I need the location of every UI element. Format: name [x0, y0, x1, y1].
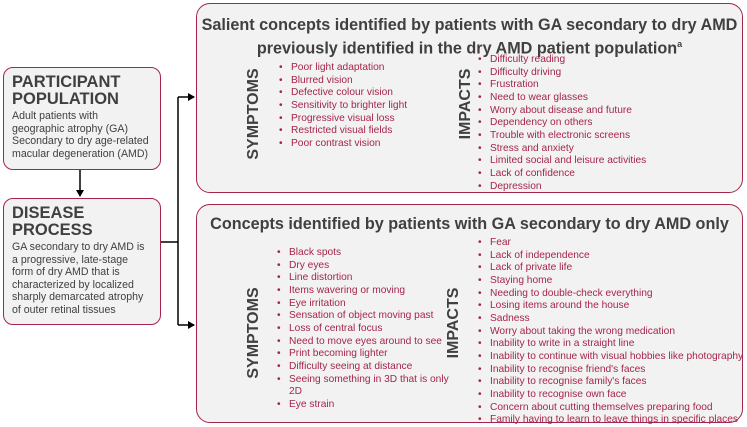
top-symptoms-list: Poor light adaptationBlurred visionDefec…	[279, 62, 407, 151]
list-item: Sensitivity to brighter light	[279, 100, 407, 113]
list-item: Limited social and leisure activities	[478, 155, 646, 168]
list-item: Black spots	[277, 247, 449, 260]
top-impacts-list: Difficulty readingDifficulty drivingFrus…	[478, 54, 646, 193]
list-item: Lack of confidence	[478, 168, 646, 181]
list-item: Depression	[478, 181, 646, 194]
list-item: Sadness	[478, 313, 743, 326]
list-item: Inability to recognise family's faces	[478, 376, 743, 389]
list-item: Worry about taking the wrong medication	[478, 326, 743, 339]
list-item: Lack of private life	[478, 262, 743, 275]
list-item: Concern about cutting themselves prepari…	[478, 402, 743, 415]
list-item: Blurred vision	[279, 75, 407, 88]
list-item: Difficulty reading	[478, 54, 646, 67]
title-line-1: Salient concepts identified by patients …	[201, 16, 738, 34]
list-item: Restricted visual fields	[279, 125, 407, 138]
list-item: Dry eyes	[277, 260, 449, 273]
list-item: Family having to learn to leave things i…	[478, 414, 743, 427]
list-item: Trouble with electronic screens	[478, 130, 646, 143]
list-item: Lack of independence	[478, 250, 743, 263]
disease-title: DISEASE PROCESS	[12, 204, 93, 239]
list-item: Defective colour vision	[279, 87, 407, 100]
list-item: Difficulty driving	[478, 67, 646, 80]
disease-text: GA secondary to dry AMD is a progressive…	[12, 241, 145, 316]
list-item: Line distortion	[277, 272, 449, 285]
list-item: Poor contrast vision	[279, 138, 407, 151]
list-item: Sensation of object moving past	[277, 310, 449, 323]
list-item: Difficulty seeing at distance	[277, 361, 449, 374]
symptoms-label: SYMPTOMS	[245, 68, 262, 160]
list-item: Fear	[478, 237, 743, 250]
list-item: Need to move eyes around to see	[277, 336, 449, 349]
list-item: Poor light adaptation	[279, 62, 407, 75]
title-line-2: previously identified in the dry AMD pat…	[256, 39, 678, 58]
impacts-label: IMPACTS	[457, 68, 474, 140]
list-item: Dependency on others	[478, 117, 646, 130]
previous-concepts-title: Salient concepts identified by patients …	[197, 16, 742, 58]
symptoms-label: SYMPTOMS	[245, 287, 262, 379]
list-item: 2D	[289, 386, 303, 398]
previous-concepts-box: Salient concepts identified by patients …	[196, 3, 743, 193]
list-item: Frustration	[478, 79, 646, 92]
list-item: Eye strain	[277, 399, 449, 412]
disease-process-box: DISEASE PROCESS GA secondary to dry AMD …	[3, 198, 161, 325]
list-item: Seeing something in 3D that is only	[277, 374, 449, 387]
bottom-impacts-list: FearLack of independenceLack of private …	[478, 237, 743, 427]
list-item: Worry about disease and future	[478, 105, 646, 118]
list-item: Needing to double-check everything	[478, 288, 743, 301]
list-item: Eye irritation	[277, 298, 449, 311]
ga-only-concepts-box: Concepts identified by patients with GA …	[196, 204, 743, 427]
impacts-label: IMPACTS	[445, 287, 462, 359]
bottom-symptoms-list: Black spotsDry eyesLine distortionItems …	[277, 247, 449, 412]
participant-title: PARTICIPANT POPULATION	[12, 73, 121, 108]
list-item: Inability to recognise own face	[478, 389, 743, 402]
title-superscript: a	[677, 39, 683, 49]
list-item: Items wavering or moving	[277, 285, 449, 298]
list-item: Losing items around the house	[478, 300, 743, 313]
participant-population-box: PARTICIPANT POPULATION Adult patients wi…	[3, 67, 161, 170]
list-item: Progressive visual loss	[279, 113, 407, 126]
list-item: Stress and anxiety	[478, 143, 646, 156]
list-item: Inability to recognise friend's faces	[478, 364, 743, 377]
list-item: Print becoming lighter	[277, 348, 449, 361]
list-item: Loss of central focus	[277, 323, 449, 336]
ga-only-title: Concepts identified by patients with GA …	[210, 215, 729, 233]
list-item: Need to wear glasses	[478, 92, 646, 105]
list-item: Staying home	[478, 275, 743, 288]
list-item: Inability to continue with visual hobbie…	[478, 351, 743, 364]
participant-text: Adult patients with geographic atrophy (…	[12, 110, 149, 160]
list-item: Inability to write in a straight line	[478, 338, 743, 351]
